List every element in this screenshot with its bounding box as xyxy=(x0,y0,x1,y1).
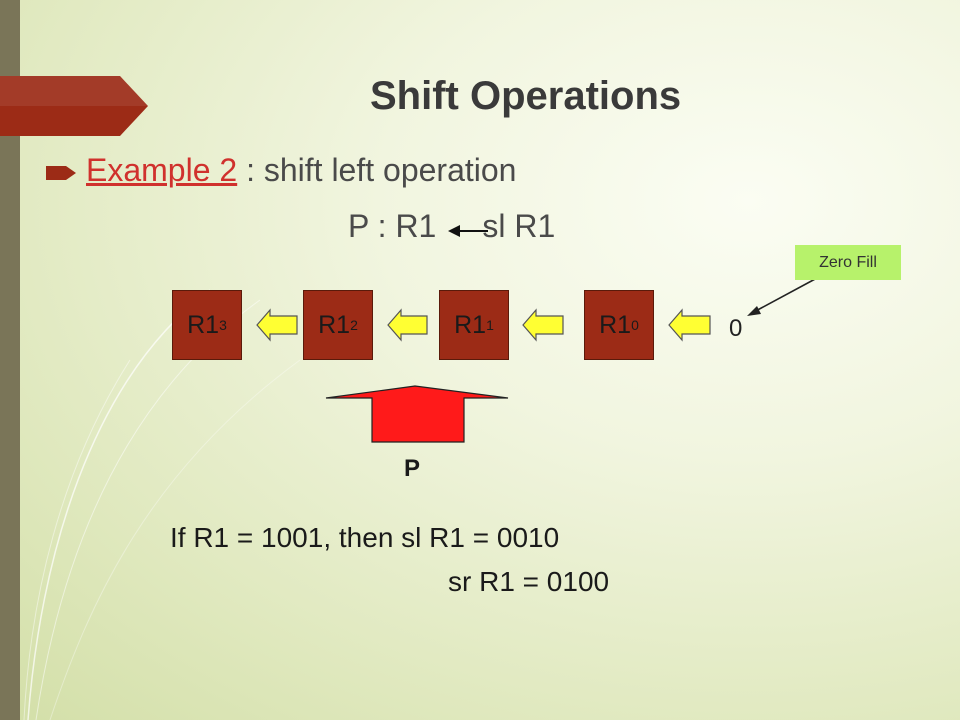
bullet-arrow-icon xyxy=(46,166,76,180)
register-index: 3 xyxy=(219,317,227,333)
example-link[interactable]: Example 2 xyxy=(86,152,238,188)
register-index: 2 xyxy=(350,317,358,333)
register-name: R1 xyxy=(318,310,351,339)
fill-input-value: 0 xyxy=(729,315,743,342)
example-prefix: If R1 = 1001, then xyxy=(170,522,402,553)
title-tab-shape xyxy=(0,76,148,136)
left-accent-bar xyxy=(0,0,20,720)
control-signal-label: P xyxy=(404,455,421,482)
register-index: 0 xyxy=(631,317,639,333)
bullet-rest-text: : shift left operation xyxy=(237,152,517,188)
microop-lhs: P : R1 xyxy=(348,208,437,244)
zero-fill-callout: Zero Fill xyxy=(795,245,901,280)
register-name: R1 xyxy=(454,310,487,339)
register-index: 1 xyxy=(486,317,494,333)
microoperation-statement: P : R1 sl R1 xyxy=(348,208,555,245)
shift-left-result: sl R1 = 0010 xyxy=(401,522,560,553)
shift-right-result: sr R1 = 0100 xyxy=(448,566,610,597)
example-line-1: If R1 = 1001, then sl R1 = 0010 xyxy=(170,522,559,554)
register-name: R1 xyxy=(187,310,220,339)
bullet-text: Example 2 : shift left operation xyxy=(86,152,516,189)
microop-rhs: sl R1 xyxy=(482,208,556,244)
slide-title: Shift Operations xyxy=(370,74,682,118)
register-name: R1 xyxy=(599,310,632,339)
